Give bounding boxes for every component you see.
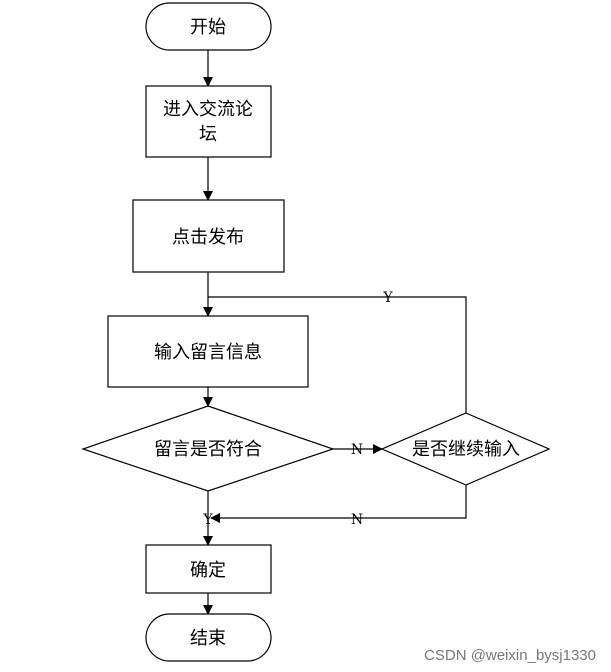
- end-terminal: [145, 613, 272, 662]
- click-publish-box: [132, 199, 285, 273]
- input-message-label: 输入留言信息: [154, 342, 262, 363]
- start-label: 开始: [190, 17, 226, 38]
- arrow-continue-yes-loop: [208, 296, 467, 413]
- click-publish-label: 点击发布: [172, 227, 244, 248]
- edge-label-check-yes: Y: [202, 512, 213, 528]
- edge-label-check-no: N: [351, 442, 363, 458]
- arrow-continue-no: [210, 485, 467, 523]
- check-message-diamond: [81, 405, 335, 492]
- continue-input-diamond: [380, 412, 551, 486]
- end-label: 结束: [190, 628, 226, 649]
- enter-forum-label-line2: 坛: [199, 124, 217, 145]
- enter-forum-box: [145, 85, 272, 158]
- watermark-text: CSDN @weixin_bysj1330: [424, 647, 596, 664]
- input-message-box: [107, 315, 309, 388]
- enter-forum-label-line1: 进入交流论: [163, 99, 253, 120]
- edge-label-loop-yes: Y: [382, 290, 393, 306]
- connectors: [203, 50, 467, 615]
- confirm-box: [145, 544, 272, 594]
- continue-input-label: 是否继续输入: [412, 439, 520, 460]
- confirm-label: 确定: [190, 560, 226, 581]
- edge-label-continue-no: N: [351, 512, 363, 528]
- start-terminal: [145, 2, 272, 51]
- check-message-label: 留言是否符合: [154, 439, 262, 460]
